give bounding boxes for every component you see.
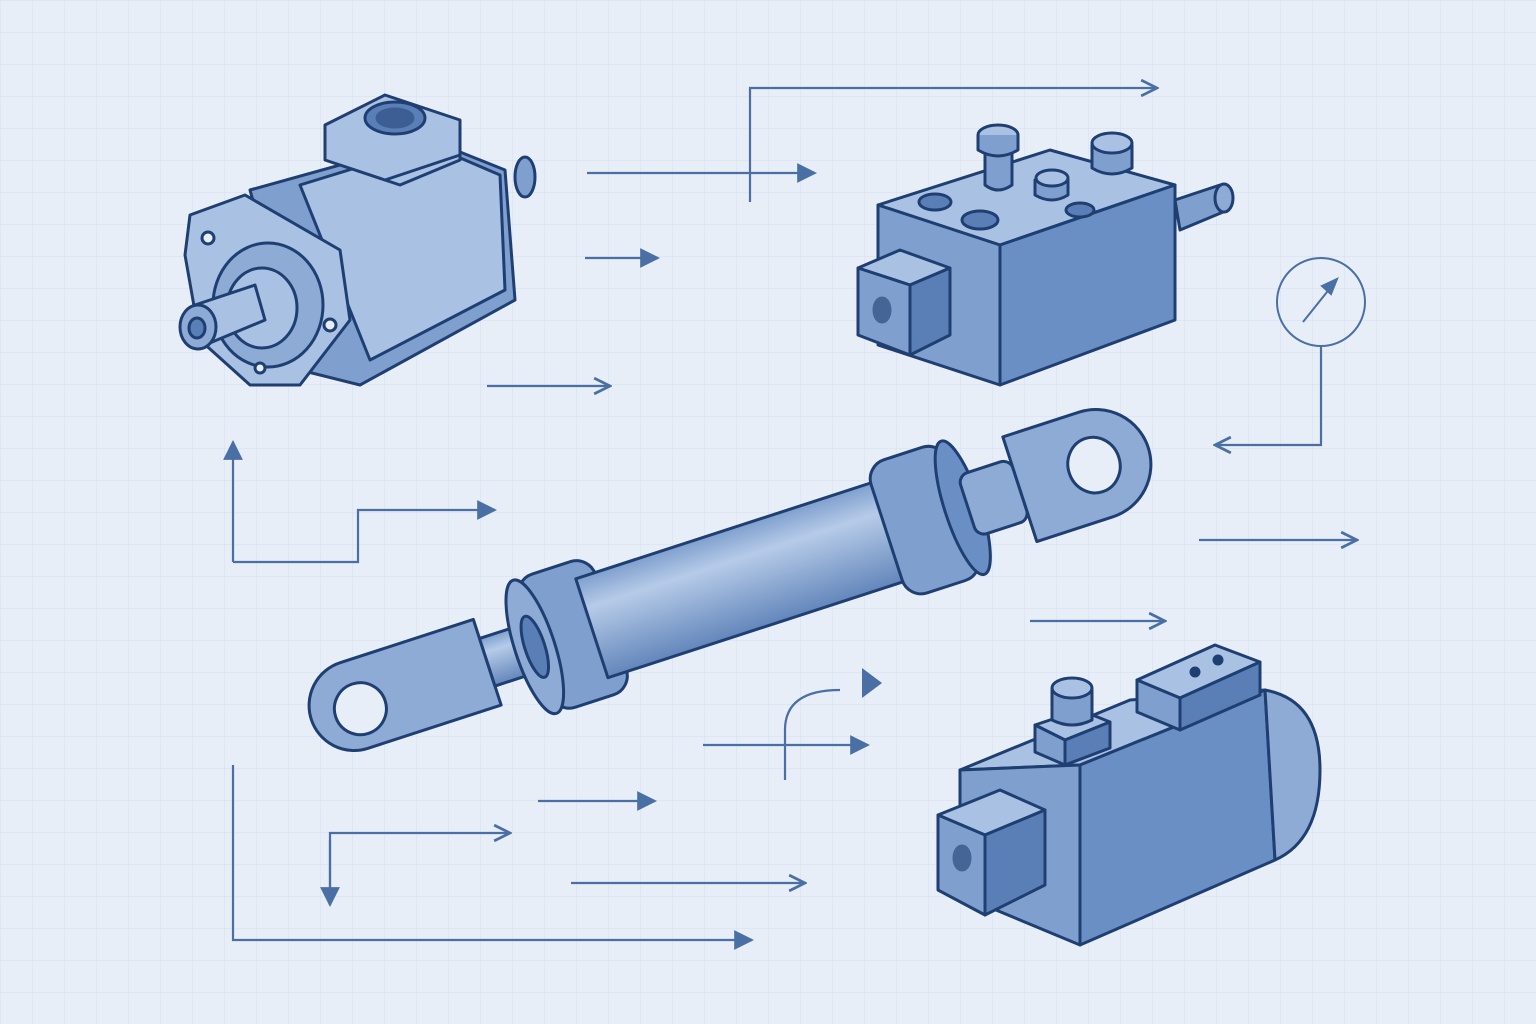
- hydraulic-cylinder-icon: [307, 407, 1153, 752]
- flow-arrow-head: [862, 668, 882, 698]
- flow-arrow: [231, 765, 754, 950]
- pressure-gauge-icon: [1276, 257, 1366, 347]
- flow-arrow: [783, 688, 841, 780]
- hydraulic-motor-icon: [936, 643, 1322, 947]
- valve-block-icon: [856, 123, 1235, 387]
- flow-arrow: [748, 88, 1157, 202]
- flow-arrow: [233, 500, 497, 564]
- hydraulic-pump-icon: [178, 93, 537, 387]
- flow-arrow: [1215, 346, 1323, 445]
- flow-arrows: [223, 88, 1357, 950]
